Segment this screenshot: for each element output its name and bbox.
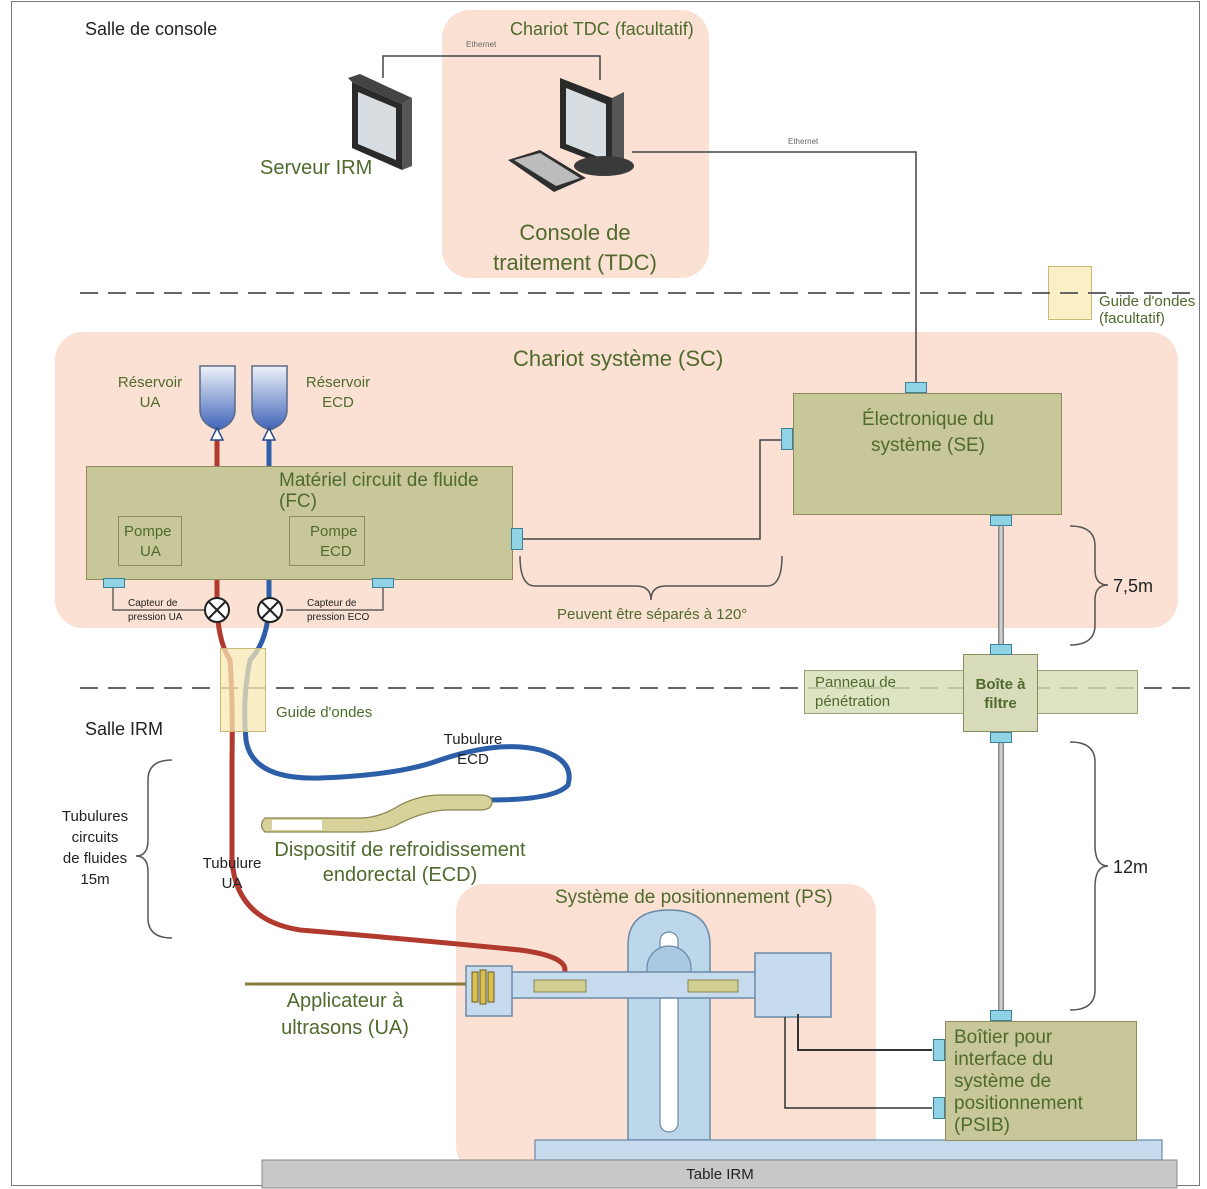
- applicator-line1: Applicateur à: [286, 990, 404, 1012]
- connector-psib-left-2: [933, 1097, 945, 1119]
- electronics-line2: système (SE): [870, 435, 986, 456]
- pressure-valve-ua-icon: [204, 597, 230, 623]
- brace-separable: [519, 555, 783, 601]
- mri-server-label: Serveur IRM: [260, 157, 373, 179]
- connector-se-left: [781, 428, 793, 450]
- waveguide-optional-line1: Guide d'ondes: [1099, 293, 1196, 310]
- reservoir-ua-line1: Réservoir: [117, 374, 183, 391]
- reservoir-ua-icon: [199, 365, 236, 431]
- tdc-cart-title: Chariot TDC (facultatif): [510, 19, 694, 39]
- fluid-tubing-line2: circuits: [71, 829, 119, 846]
- fluid-tubing-line3: de fluides: [62, 850, 128, 867]
- mri-table-label: Table IRM: [686, 1166, 754, 1183]
- arrow-ua: [209, 426, 225, 441]
- reservoir-ua-line2: UA: [139, 394, 161, 411]
- waveguide-optional-line2: (facultatif): [1099, 310, 1165, 327]
- distance-7-5m: 7,5m: [1113, 576, 1154, 596]
- positioning-frame: [465, 909, 832, 1141]
- ps-psib-cable-2: [784, 1017, 932, 1109]
- pressure-ua-line2: pression UA: [128, 612, 183, 623]
- console-label-line1: Console de: [519, 220, 631, 245]
- brace-7-5m: [1069, 525, 1109, 646]
- pressure-valve-ecd-icon: [257, 597, 283, 623]
- psib-line5: (PSIB): [954, 1115, 1010, 1136]
- waveguide-box: [220, 648, 266, 732]
- pump-ua-line1: Pompe: [124, 523, 172, 540]
- electronics-line1: Électronique du: [861, 409, 995, 430]
- fluid-circuit-line2: (FC): [279, 491, 317, 512]
- pressure-ua-cable: [112, 586, 205, 611]
- penetration-line1: Panneau de: [815, 674, 896, 691]
- connector-filter-bottom: [990, 732, 1012, 743]
- ecd-device-line2: endorectal (ECD): [322, 864, 478, 886]
- filter-box-line2: filtre: [984, 695, 1017, 712]
- pump-ua-line2: UA: [140, 543, 161, 560]
- mri-room-label: Salle IRM: [85, 719, 164, 739]
- waveguide-label: Guide d'ondes: [276, 704, 373, 721]
- pump-ua-box: [118, 516, 182, 566]
- distance-12m: 12m: [1113, 857, 1149, 877]
- connector-psib-top: [990, 1010, 1012, 1021]
- connector-filter-top: [990, 644, 1012, 655]
- tdc-computer-icon: [508, 78, 634, 192]
- applicator-line2: ultrasons (UA): [281, 1017, 409, 1039]
- brace-tubing: [135, 759, 173, 939]
- pressure-eco-cable: [286, 586, 384, 611]
- console-label-line2: traitement (TDC): [493, 250, 657, 275]
- connector-psib-left-1: [933, 1039, 945, 1061]
- server-computer-icon: [348, 74, 412, 170]
- connector-se-bottom: [990, 515, 1012, 526]
- psib-line4: positionnement: [954, 1093, 1083, 1114]
- connector-pressure-eco: [372, 578, 394, 588]
- ecd-device-line1: Dispositif de refroidissement: [274, 839, 526, 861]
- filter-box-line1: Boîte à: [975, 676, 1026, 693]
- positioning-title: Système de positionnement (PS): [555, 887, 833, 908]
- ethernet-cable-top: [382, 55, 601, 80]
- ethernet-label-top: Ethernet: [466, 40, 497, 49]
- tubing-ecd-line2: ECD: [457, 751, 489, 768]
- psib-line1: Boîtier pour: [954, 1027, 1053, 1048]
- connector-pressure-ua: [103, 578, 125, 588]
- fluid-tubing-line1: Tubulures: [61, 808, 129, 825]
- reservoir-ecd-line1: Réservoir: [305, 374, 371, 391]
- pressure-eco-line2: pression ECO: [307, 612, 370, 623]
- ps-psib-cable-1: [797, 1014, 932, 1051]
- table-platform: [534, 1139, 1163, 1161]
- tubing-ua-line2: UA: [221, 875, 243, 892]
- ethernet-cable-right: [632, 151, 917, 382]
- mri-table: [261, 1159, 1178, 1189]
- pressure-ua-line1: Capteur de: [128, 598, 178, 609]
- psib-line2: interface du: [954, 1049, 1054, 1070]
- console-room-label: Salle de console: [85, 19, 218, 39]
- fc-se-cable: [520, 439, 784, 540]
- ecd-device-icon: [260, 794, 493, 833]
- system-electronics-box: [793, 393, 1062, 515]
- connector-se-top: [905, 382, 927, 393]
- pump-ecd-line2: ECD: [320, 543, 352, 560]
- separable-label: Peuvent être séparés à 120°: [557, 606, 748, 623]
- reservoir-ecd-icon: [251, 365, 288, 431]
- tubing-ecd-line1: Tubulure: [443, 731, 503, 748]
- pump-ecd-box: [289, 516, 365, 566]
- psib-line3: système de: [954, 1071, 1052, 1092]
- tubing-ua-line1: Tubulure: [202, 855, 262, 872]
- brace-12m: [1069, 741, 1109, 1011]
- ethernet-label-right: Ethernet: [788, 137, 819, 146]
- fluid-circuit-line1: Matériel circuit de fluide: [279, 470, 479, 491]
- reservoir-ecd-line2: ECD: [322, 394, 354, 411]
- system-cart-title: Chariot système (SC): [513, 346, 724, 371]
- penetration-line2: pénétration: [815, 693, 891, 710]
- psib-box: [945, 1021, 1137, 1141]
- arrow-ecd: [261, 426, 277, 441]
- fluid-tubing-line4: 15m: [80, 871, 110, 888]
- connector-fc-right: [511, 528, 523, 550]
- pressure-eco-line1: Capteur de: [307, 598, 357, 609]
- pump-ecd-line1: Pompe: [310, 523, 358, 540]
